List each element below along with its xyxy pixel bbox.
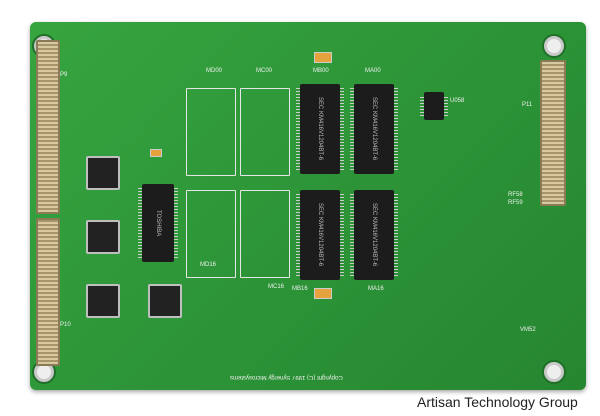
plcc-chip — [86, 284, 120, 318]
empty-footprint — [240, 88, 290, 176]
label-rf58: RF58 — [508, 192, 523, 198]
connector-p11 — [540, 60, 566, 206]
connector-p10 — [36, 218, 60, 366]
connector-p9 — [36, 40, 60, 214]
label-u058: U058 — [450, 98, 465, 104]
label-mb16: MB16 — [292, 286, 308, 292]
label-md16: MD16 — [200, 262, 217, 268]
plcc-chip — [86, 220, 120, 254]
capacitor — [314, 288, 332, 299]
empty-footprint — [186, 190, 236, 278]
memory-chip: SEC KM416V1204BT-6 — [296, 84, 344, 174]
mounting-hole — [544, 362, 564, 382]
label-ma00: MA00 — [365, 68, 381, 74]
label-p10: P10 — [60, 322, 71, 328]
label-rf59: RF59 — [508, 200, 523, 206]
small-chip — [420, 92, 448, 120]
label-vm52: VM52 — [520, 327, 536, 333]
label-p9: P9 — [60, 72, 68, 78]
memory-chip: SEC KM416V1204BT-6 — [350, 190, 398, 280]
capacitor — [150, 149, 162, 157]
empty-footprint — [186, 88, 236, 176]
label-mc16: MC16 — [268, 284, 285, 290]
memory-chip: SEC KM416V1204BT-6 — [296, 190, 344, 280]
label-mc00: MC00 — [256, 68, 273, 74]
mounting-hole — [544, 36, 564, 56]
label-p11: P11 — [522, 102, 533, 108]
capacitor — [314, 52, 332, 63]
label-ma16: MA16 — [368, 286, 384, 292]
label-md00: MD00 — [206, 68, 223, 74]
empty-footprint — [240, 190, 290, 278]
copyright-text: Copyright (C) 1997 Synergy Microsystems — [230, 374, 343, 380]
label-mb00: MB00 — [313, 68, 329, 74]
memory-chip: SEC KM416V1204BT-6 — [350, 84, 398, 174]
toshiba-chip: TOSHIBA — [138, 184, 178, 262]
circuit-board: SEC KM416V1204BT-6 SEC KM416V1204BT-6 SE… — [30, 22, 586, 390]
plcc-chip — [148, 284, 182, 318]
caption-text: Artisan Technology Group — [417, 394, 578, 410]
plcc-chip — [86, 156, 120, 190]
